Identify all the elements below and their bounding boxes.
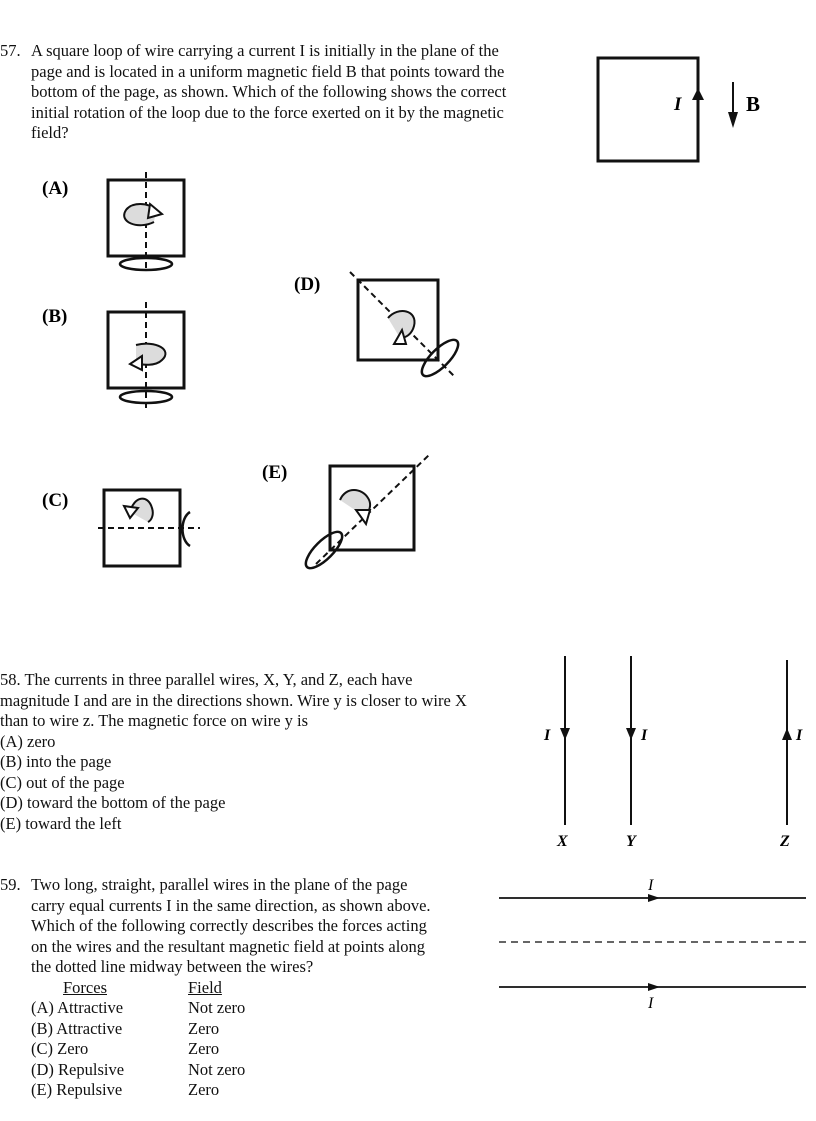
wire-x-label: X [556,833,568,850]
q58-wires-figure: I X I Y I Z [543,656,803,850]
arrow-down-icon [626,728,636,740]
ring-b [118,389,174,405]
question-59-line: the dotted line midway between the wires… [31,957,314,976]
rotation-arrow-icon [122,497,154,523]
top-wire [499,894,806,902]
question-59-line: carry equal currents I in the same direc… [31,895,431,915]
current-arrow-icon [692,88,704,105]
arrow-down-icon [560,728,570,740]
field-cell: Zero [188,1080,220,1099]
answer-table-row: (D) Repulsive Not zero [31,1060,471,1081]
question-57-line: field? [31,123,69,142]
option-c-label: (C) [42,490,68,511]
question-59-line: Which of the following correctly describ… [31,916,427,935]
q57-option-e: (E) [262,453,431,570]
field-arrow-icon [728,82,738,128]
bottom-wire [499,983,806,991]
question-57-line: initial rotation of the loop due to the … [31,102,504,122]
rotation-arrow-icon [387,310,416,345]
q57-loop-figure: I B [596,56,760,163]
option-b-label: (B) [42,306,67,327]
loop-d [356,278,440,362]
option-d-label: (D) [294,274,320,295]
q57-option-b: (B) [42,302,186,410]
ring-a [118,256,174,272]
question-57-text: A square loop of wire carrying a current… [31,41,571,144]
wire-z-label: Z [779,833,790,850]
answer-choice: (A) zero [0,731,56,751]
loop-e [328,464,416,552]
wire-y-current: I [640,727,648,744]
forces-cell: (B) Attractive [31,1018,123,1038]
field-cell: Not zero [188,998,246,1017]
wire-z-current: I [795,727,803,744]
arrow-right-icon [648,983,660,991]
wire-x: I X [543,656,570,850]
arrow-up-icon [782,728,792,740]
ring-c [181,510,191,548]
question-59-line: Two long, straight, parallel wires in th… [31,875,408,894]
answer-table-row: (E) Repulsive Zero [31,1080,471,1101]
forces-cell: (D) Repulsive [31,1059,125,1079]
wire-x-current: I [543,727,551,744]
ring-d [420,338,460,378]
q57-option-a: (A) [42,172,186,272]
forces-cell: (E) Repulsive [31,1080,123,1099]
arrow-right-icon [648,894,660,902]
wire-z: I Z [779,660,803,850]
question-58: 58. The currents in three parallel wires… [0,670,520,834]
option-e-label: (E) [262,462,287,483]
answer-table-header: Forces Field [31,978,471,999]
top-wire-current: I [647,877,654,894]
field-label: B [746,92,760,116]
wire-y: I Y [626,656,648,850]
question-57-line: bottom of the page, as shown. Which of t… [31,82,507,101]
wire-y-label: Y [626,833,637,850]
rotation-arrow-icon [128,342,167,372]
bottom-wire-current: I [647,995,654,1012]
question-57-line: A square loop of wire carrying a current… [31,41,499,60]
option-a-label: (A) [42,178,68,199]
question-58-line: than to wire z. The magnetic force on wi… [0,711,309,730]
answer-table-row: (C) Zero Zero [31,1039,471,1060]
rotation-arrow-icon [123,202,165,227]
q59-wires-figure: I I [499,877,808,1012]
current-label: I [673,94,682,115]
rotation-arrow-icon [339,489,372,527]
square-loop [596,56,700,163]
question-57-number: 57. [0,41,21,60]
field-cell: Zero [188,1039,220,1058]
answer-table-row: (A) Attractive Not zero [31,998,471,1019]
field-cell: Zero [188,1018,220,1038]
question-58-line: 58. The currents in three parallel wires… [0,670,413,689]
answer-table-row: (B) Attractive Zero [31,1019,471,1040]
answer-choice: (B) into the page [0,752,112,771]
question-59-line: on the wires and the resultant magnetic … [31,936,426,956]
field-header: Field [188,977,222,997]
q57-option-d: (D) [294,271,460,378]
answer-choice: (E) toward the left [0,813,122,833]
question-58-line: magnitude I and are in the directions sh… [0,690,467,710]
q57-option-c: (C) [42,488,200,568]
question-59-text: Two long, straight, parallel wires in th… [31,875,471,1101]
forces-header: Forces [63,977,107,997]
answer-choice: (D) toward the bottom of the page [0,793,226,812]
forces-cell: (C) Zero [31,1039,89,1058]
ring-e [304,530,344,570]
question-59-number: 59. [0,875,21,894]
field-cell: Not zero [188,1059,246,1079]
axis-e [315,453,431,565]
answer-choice: (C) out of the page [0,772,125,792]
question-57-line: page and is located in a uniform magneti… [31,61,505,81]
forces-cell: (A) Attractive [31,998,124,1017]
